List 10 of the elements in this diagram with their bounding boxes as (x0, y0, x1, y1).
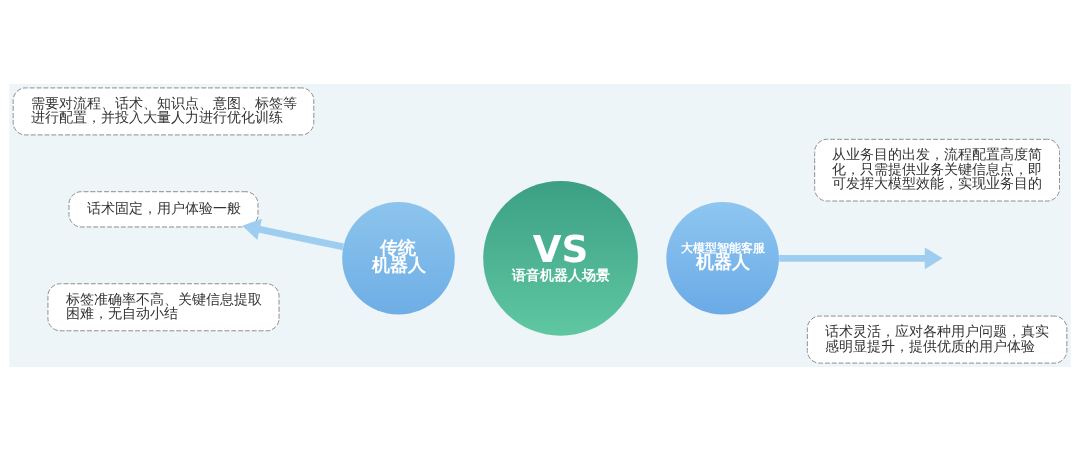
node-box: 从业务目的出发，流程配置高度简化，只需提供业务关键信息点，即可发挥大模型效能，实现业务目的 (814, 138, 1060, 202)
node-box: 话术固定，用户体验一般 (68, 191, 259, 228)
node-circle: VS 语音机器人场景 (483, 180, 638, 336)
arrow (779, 247, 943, 270)
node-circle: 传统 机器人 (342, 202, 455, 315)
node-box: 话术灵活，应对各种用户问题，真实感明显提升，提供优质的用户体验 (806, 315, 1068, 364)
arrow (242, 218, 344, 251)
node-box: 需要对流程、话术、知识点、意图、标签等进行配置，并投入大量人力进行优化训练 (12, 87, 315, 136)
node-box: 标签准确率不高、关键信息提取困难，无自动小结 (47, 283, 280, 332)
node-circle: 大模型智能客服 机器人 (666, 202, 779, 315)
